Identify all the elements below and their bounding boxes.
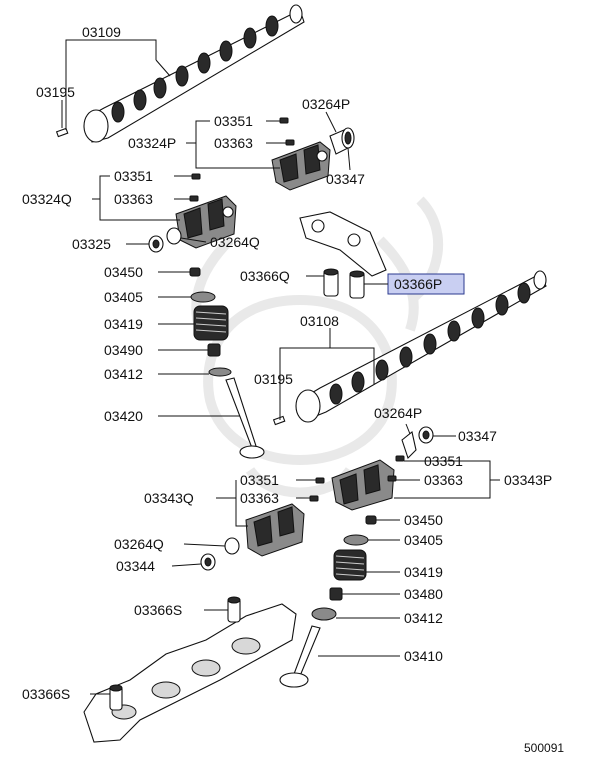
cotter-ex[interactable] xyxy=(365,515,377,525)
label-stemseal-ex[interactable]: 03480 xyxy=(404,586,443,602)
oring-c[interactable] xyxy=(401,431,417,460)
label-oring-c[interactable]: 03264P xyxy=(374,405,422,421)
small-plug-b3[interactable] xyxy=(387,475,397,482)
label-rocker-set-d[interactable]: 03343Q xyxy=(144,490,194,506)
rocker-arm-b[interactable] xyxy=(175,195,237,249)
dowel-pin-top[interactable] xyxy=(55,127,69,138)
label-oring-b[interactable]: 03264Q xyxy=(210,234,260,250)
valve-spring-ex[interactable] xyxy=(333,549,367,581)
retainer-ex[interactable] xyxy=(343,534,369,546)
part-labels: 03109 03195 03351 03363 03324P 03264P 03… xyxy=(22,24,564,755)
label-lash-s1[interactable]: 03366S xyxy=(134,602,182,618)
small-plug-a1[interactable] xyxy=(279,117,289,124)
seal-b[interactable] xyxy=(148,235,164,253)
label-plug-a2[interactable]: 03351 xyxy=(114,168,153,184)
small-plug-a2[interactable] xyxy=(191,173,201,180)
label-seal-b[interactable]: 03325 xyxy=(72,236,111,252)
camshaft-bottom[interactable] xyxy=(295,270,547,423)
label-lash-p[interactable]: 03366P xyxy=(394,276,442,292)
label-seal-c[interactable]: 03347 xyxy=(458,428,497,444)
label-retainer-ex[interactable]: 03405 xyxy=(404,532,443,548)
oring-d[interactable] xyxy=(224,537,240,555)
oring-b[interactable] xyxy=(166,227,182,245)
label-rocker-set-c[interactable]: 03343P xyxy=(504,472,552,488)
label-lash-s2[interactable]: 03366S xyxy=(22,686,70,702)
label-valve-in[interactable]: 03420 xyxy=(104,408,143,424)
label-plug-b1[interactable]: 03363 xyxy=(214,135,253,151)
label-cotter-in[interactable]: 03450 xyxy=(104,264,143,280)
diagram-number: 500091 xyxy=(524,741,564,755)
label-seat-in[interactable]: 03412 xyxy=(104,366,143,382)
label-seal-a[interactable]: 03347 xyxy=(326,171,365,187)
label-cam-top[interactable]: 03109 xyxy=(82,24,121,40)
seal-a[interactable] xyxy=(341,127,355,149)
stem-seal-in[interactable] xyxy=(207,343,221,357)
label-pin-top[interactable]: 03195 xyxy=(36,84,75,100)
label-spring-ex[interactable]: 03419 xyxy=(404,564,443,580)
label-seal-d[interactable]: 03344 xyxy=(116,558,155,574)
valve-spring-in[interactable] xyxy=(193,305,229,341)
label-retainer-in[interactable]: 03405 xyxy=(104,289,143,305)
camshaft-top[interactable] xyxy=(83,4,305,143)
label-cotter-ex[interactable]: 03450 xyxy=(404,512,443,528)
label-plug-b2[interactable]: 03363 xyxy=(114,191,153,207)
lash-adjuster-q[interactable] xyxy=(323,268,339,297)
seal-c[interactable] xyxy=(418,426,434,444)
rocker-arm-a[interactable] xyxy=(271,141,331,191)
camshaft-bracket-top[interactable] xyxy=(299,211,387,277)
small-plug-b4[interactable] xyxy=(309,495,319,502)
lash-adjuster-p[interactable] xyxy=(349,270,365,299)
dowel-pin-bottom[interactable] xyxy=(272,415,286,426)
label-rocker-set-a[interactable]: 03324P xyxy=(128,135,176,151)
label-plug-b3[interactable]: 03363 xyxy=(424,472,463,488)
small-plug-a3[interactable] xyxy=(395,455,405,462)
valve-ex[interactable] xyxy=(279,625,321,688)
label-rocker-set-b[interactable]: 03324Q xyxy=(22,191,72,207)
label-plug-a3[interactable]: 03351 xyxy=(424,453,463,469)
stem-seal-ex[interactable] xyxy=(329,587,343,601)
seal-d[interactable] xyxy=(200,553,216,571)
label-oring-a[interactable]: 03264P xyxy=(302,96,350,112)
lash-adjuster-s1[interactable] xyxy=(227,596,241,623)
leader-lines xyxy=(61,39,500,695)
label-plug-a1[interactable]: 03351 xyxy=(214,113,253,129)
retainer-in[interactable] xyxy=(190,291,216,303)
label-pin-bot[interactable]: 03195 xyxy=(254,371,293,387)
valve-in[interactable] xyxy=(225,377,265,459)
rocker-arm-d[interactable] xyxy=(245,503,305,557)
label-stemseal-in[interactable]: 03490 xyxy=(104,342,143,358)
spring-seat-ex[interactable] xyxy=(311,607,337,621)
label-valve-ex[interactable]: 03410 xyxy=(404,648,443,664)
label-plug-b4[interactable]: 03363 xyxy=(240,490,279,506)
lash-adjuster-s2[interactable] xyxy=(109,684,123,711)
small-plug-a4[interactable] xyxy=(315,477,325,484)
label-oring-d[interactable]: 03264Q xyxy=(114,536,164,552)
label-lash-q[interactable]: 03366Q xyxy=(240,268,290,284)
label-spring-in[interactable]: 03419 xyxy=(104,316,143,332)
spring-seat-in[interactable] xyxy=(208,367,232,377)
label-plug-a4[interactable]: 03351 xyxy=(240,472,279,488)
small-plug-b2[interactable] xyxy=(189,195,199,202)
camshaft-bracket-bottom[interactable] xyxy=(83,603,297,743)
label-cam-bot[interactable]: 03108 xyxy=(300,313,339,329)
cotter-in[interactable] xyxy=(189,267,201,277)
rocker-arm-c[interactable] xyxy=(331,459,395,511)
small-plug-b1[interactable] xyxy=(285,139,295,146)
label-seat-ex[interactable]: 03412 xyxy=(404,610,443,626)
